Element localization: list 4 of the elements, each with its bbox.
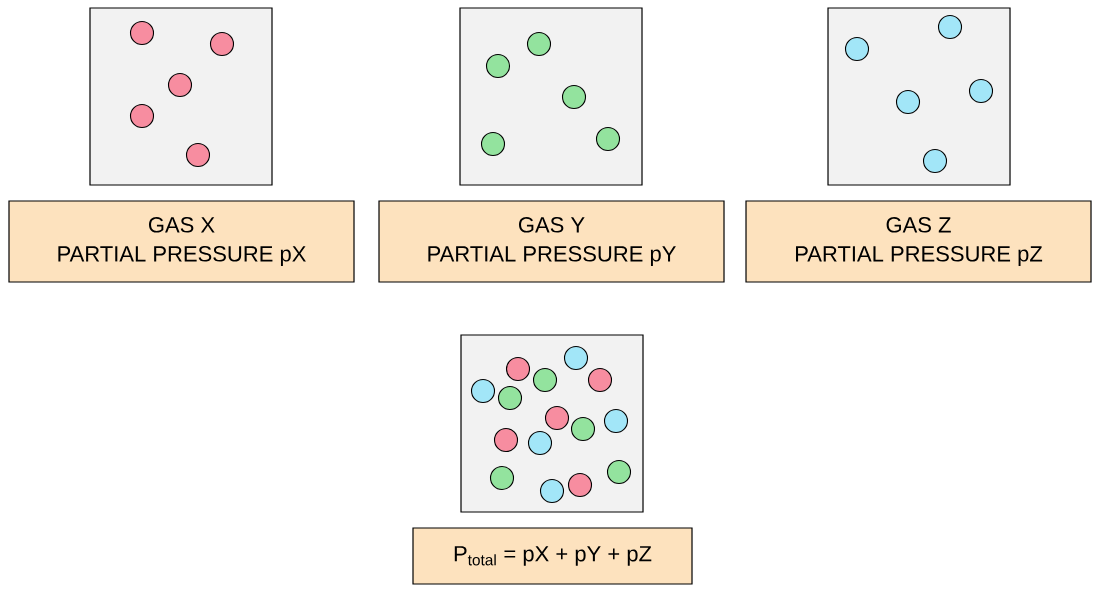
label-box: GAS Y PARTIAL PRESSURE pY xyxy=(378,200,725,283)
formula-box: P$_{total}$ = pX + pY + pZ xyxy=(412,527,693,585)
label-box: GAS Z PARTIAL PRESSURE pZ xyxy=(745,200,1092,283)
label-box: GAS X PARTIAL PRESSURE pX xyxy=(8,200,355,283)
